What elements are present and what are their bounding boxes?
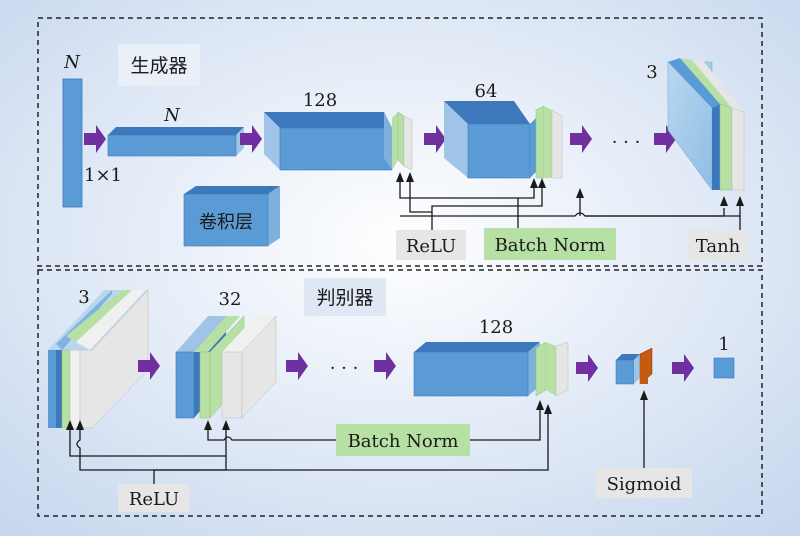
arrow-icon [84, 125, 106, 153]
generator-connector-lines [396, 172, 744, 232]
arrow-icon [570, 125, 592, 153]
arrow-icon [138, 352, 160, 380]
generator-tanh-label: Tanh [696, 236, 741, 257]
generator-output-layer [667, 58, 745, 191]
generator-frame [37, 17, 763, 267]
discriminator-section: 判别器 3 32 · · · [48, 278, 735, 512]
arrow-icon [286, 352, 308, 380]
generator-title-bg [118, 44, 200, 86]
discriminator-relu-box-bg [118, 484, 190, 512]
discriminator-layer-128 [413, 341, 569, 397]
discriminator-title: 判别器 [316, 287, 373, 309]
arrow-icon [672, 354, 694, 382]
generator-layer-64 [444, 101, 563, 179]
conv-layer-legend [183, 186, 280, 247]
discriminator-title-bg [304, 278, 386, 316]
arrow-icon [374, 352, 396, 380]
discriminator-relu-label: ReLU [129, 489, 179, 510]
generator-layer1-channels: 128 [303, 90, 337, 111]
arrow-icon [576, 354, 598, 382]
discriminator-ellipsis: · · · [330, 358, 359, 379]
generator-layer2-channels: 64 [475, 81, 498, 102]
conv-layer-legend-label: 卷积层 [199, 212, 253, 233]
generator-input-size: 1×1 [84, 165, 122, 186]
discriminator-layer-32 [175, 315, 277, 419]
generator-bn-label: Batch Norm [495, 235, 606, 256]
discriminator-input-stack [48, 289, 149, 429]
generator-output-channels: 3 [646, 62, 657, 83]
discriminator-frame [37, 269, 763, 517]
generator-fc-label: N [163, 105, 181, 126]
tanh-box-bg [688, 230, 748, 260]
discriminator-bn-box-bg [336, 424, 470, 456]
generator-relu-label: ReLU [406, 236, 456, 257]
discriminator-connector-lines [66, 390, 648, 486]
generator-input-label: N [63, 52, 81, 73]
generator-fc-block [107, 127, 244, 157]
discriminator-input-channels: 3 [78, 287, 89, 308]
discriminator-sigmoid-label: Sigmoid [607, 474, 682, 495]
sigmoid-box-bg [596, 468, 692, 498]
bn-box-bg [484, 228, 616, 260]
discriminator-output-unit [713, 357, 735, 379]
generator-input-vector [62, 78, 83, 208]
arrow-icon [240, 125, 262, 153]
generator-layer-128 [264, 111, 413, 171]
generator-title: 生成器 [130, 55, 187, 77]
discriminator-output-label: 1 [718, 334, 729, 355]
discriminator-last-channels: 128 [479, 317, 513, 338]
arrow-icon [424, 125, 446, 153]
discriminator-layer1-channels: 32 [219, 289, 242, 310]
sigmoid-block [615, 347, 653, 385]
discriminator-bn-label: Batch Norm [348, 431, 459, 452]
generator-section: 生成器 N 1×1 N 128 [62, 44, 748, 260]
generator-ellipsis: · · · [612, 132, 641, 153]
relu-box-bg [396, 230, 466, 260]
